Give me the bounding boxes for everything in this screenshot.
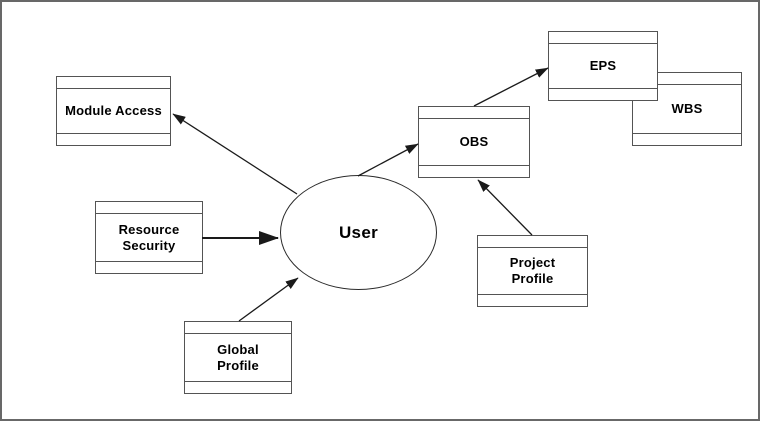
node-header-band: [57, 77, 170, 89]
node-footer-band: [478, 294, 587, 306]
node-header-band: [478, 236, 587, 248]
node-header-band: [185, 322, 291, 334]
node-footer-band: [57, 133, 170, 145]
node-module-access: Module Access: [56, 76, 171, 146]
node-resource-security-label: Resource Security: [118, 221, 180, 253]
node-eps-label: EPS: [589, 58, 617, 73]
node-header-band: [419, 107, 529, 119]
node-project-profile-label: Project Profile: [509, 255, 556, 286]
node-project-profile: Project Profile: [477, 235, 588, 307]
node-eps: EPS: [548, 31, 658, 101]
node-footer-band: [549, 88, 657, 100]
node-header-band: [633, 73, 741, 85]
node-resource-security: Resource Security: [95, 201, 203, 274]
node-footer-band: [96, 261, 202, 273]
node-module-access-label: Module Access: [65, 103, 162, 118]
node-footer-band: [633, 133, 741, 145]
node-wbs-label: WBS: [671, 101, 703, 116]
node-footer-band: [419, 165, 529, 177]
node-obs-label: OBS: [459, 134, 489, 149]
node-obs: OBS: [418, 106, 530, 178]
node-footer-band: [185, 381, 291, 393]
node-header-band: [96, 202, 202, 214]
node-global-profile-label: Global Profile: [217, 341, 259, 373]
actor-user-label: User: [338, 222, 378, 242]
node-header-band: [549, 32, 657, 44]
node-global-profile: Global Profile: [184, 321, 292, 394]
actor-user-ellipse: User: [280, 175, 437, 290]
